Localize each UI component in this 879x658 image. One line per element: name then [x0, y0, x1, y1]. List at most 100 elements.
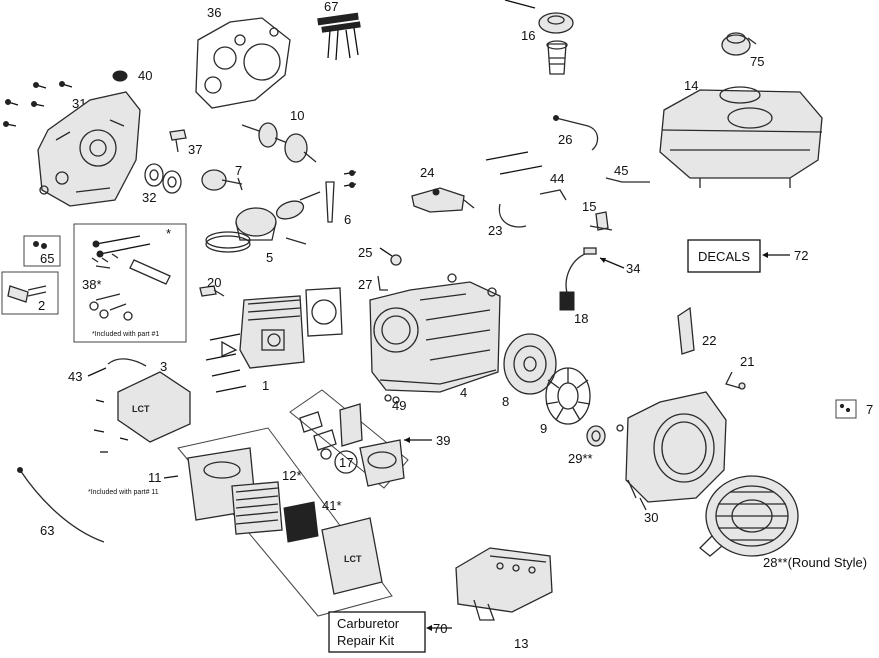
control-rods	[485, 151, 543, 175]
note-included-part1: *Included with part #1	[92, 331, 159, 338]
part-label-10: 10	[290, 108, 304, 123]
cooling-fan-part-9	[545, 367, 591, 425]
ignition-coil-part-18	[559, 291, 575, 311]
part-label-26: 26	[558, 132, 572, 147]
flywheel-part-8	[503, 333, 557, 395]
brand-mark-cover: LCT	[132, 404, 150, 414]
part-label-75: 75	[750, 54, 764, 69]
carb-kit-line2: Repair Kit	[337, 633, 394, 648]
part-label-28: 28**(Round Style)	[763, 555, 867, 570]
fuel-line-part-63	[17, 467, 105, 543]
screws-part-65	[33, 241, 47, 249]
part-label-72: 72	[794, 248, 808, 263]
part-label-37: 37	[188, 142, 202, 157]
air-filter-cover: LCT	[321, 517, 383, 595]
group-box-65	[23, 235, 61, 267]
air-filter-part-12	[231, 481, 283, 535]
part-label-21: 21	[740, 354, 754, 369]
group-box-11	[177, 427, 393, 617]
decals-box	[687, 239, 761, 273]
fuel-cap-part-16	[538, 12, 574, 75]
crankshaft-part-10	[241, 122, 317, 163]
drain-plug-part-49	[384, 394, 400, 404]
part-label-18: 18	[574, 311, 588, 326]
key-part-27	[377, 275, 388, 291]
part-label-24: 24	[420, 165, 434, 180]
part-label-7-right: 7	[866, 402, 873, 417]
part-label-67: 67	[324, 0, 338, 14]
part-label-40: 40	[138, 68, 152, 83]
fuel-filter-part-75	[721, 32, 757, 56]
part-label-6: 6	[344, 212, 351, 227]
note-included-part11: *Included with part# 11	[88, 489, 159, 496]
fuel-valve-part-15	[589, 211, 613, 231]
part-label-36: 36	[207, 5, 221, 20]
cylinder-head-part-1	[221, 295, 305, 369]
part-label-17: 17	[339, 455, 353, 470]
plug-part-40	[112, 70, 128, 82]
starter-cup-part-29	[586, 424, 624, 447]
gasket-part-36	[195, 17, 291, 109]
part-label-63: 63	[40, 523, 54, 538]
part-label-22: 22	[702, 333, 716, 348]
nut-part-25	[379, 247, 402, 266]
part-label-1: 1	[262, 378, 269, 393]
decals-label: DECALS	[698, 249, 750, 264]
group-box-39	[289, 389, 409, 489]
valve-cover-part-3: LCT	[117, 371, 191, 443]
throttle-control-part-24	[411, 187, 475, 213]
leader-16-top	[504, 0, 536, 9]
valve-parts-part-38	[89, 235, 171, 321]
leader-72-arrow	[762, 252, 768, 258]
piston-part-5	[205, 207, 307, 253]
brand-mark-filter: LCT	[344, 554, 362, 564]
part-label-13: 13	[514, 636, 528, 651]
hose-part-23	[498, 203, 527, 228]
part-label-8: 8	[502, 394, 509, 409]
switch-part-21	[725, 371, 746, 390]
fan-housing-part-30	[625, 391, 727, 511]
part-label-5: 5	[266, 250, 273, 265]
fuel-hose-part-26	[553, 115, 599, 151]
part-label-12: 12*	[282, 468, 302, 483]
asterisk-note-38: *	[166, 226, 171, 241]
leader-11	[163, 475, 179, 479]
part-label-3: 3	[160, 359, 167, 374]
crankcase-cover	[37, 91, 141, 207]
part-label-45: 45	[614, 163, 628, 178]
head-bolts	[205, 333, 247, 393]
group-box-2	[1, 271, 59, 315]
leader-34-arrow	[600, 258, 606, 263]
bearings-part-32	[144, 163, 182, 194]
muffler-part-13	[455, 547, 553, 621]
part-label-25: 25	[358, 245, 372, 260]
leader-39-arrow	[404, 437, 410, 443]
screws-part-7-right	[839, 403, 851, 413]
part-circle-17	[334, 450, 358, 474]
bracket-part-2	[7, 285, 47, 303]
part-label-32: 32	[142, 190, 156, 205]
governor-part-37	[169, 129, 187, 153]
engine-block-part-4	[369, 273, 501, 393]
part-label-34: 34	[626, 261, 640, 276]
part-label-43: 43	[68, 369, 82, 384]
part-label-44: 44	[550, 171, 564, 186]
carb-gaskets	[299, 411, 337, 460]
part-label-4: 4	[460, 385, 467, 400]
part-label-2: 2	[38, 298, 45, 313]
part-label-7: 7	[235, 163, 242, 178]
part-label-20: 20	[207, 275, 221, 290]
part-label-15: 15	[582, 199, 596, 214]
part-label-14: 14	[684, 78, 698, 93]
connecting-rod-part-6	[275, 170, 357, 223]
cover-screws	[93, 399, 129, 453]
part-label-11: 11	[148, 470, 162, 485]
part-label-49: 49	[392, 398, 406, 413]
carb-repair-kit-box	[328, 611, 426, 653]
bolts-part-31	[3, 81, 73, 127]
breather-tube-part-43	[107, 358, 147, 367]
part-label-41: 41*	[322, 498, 342, 513]
spark-plug-part-20	[199, 285, 225, 297]
fuel-tank-part-14	[659, 86, 823, 188]
